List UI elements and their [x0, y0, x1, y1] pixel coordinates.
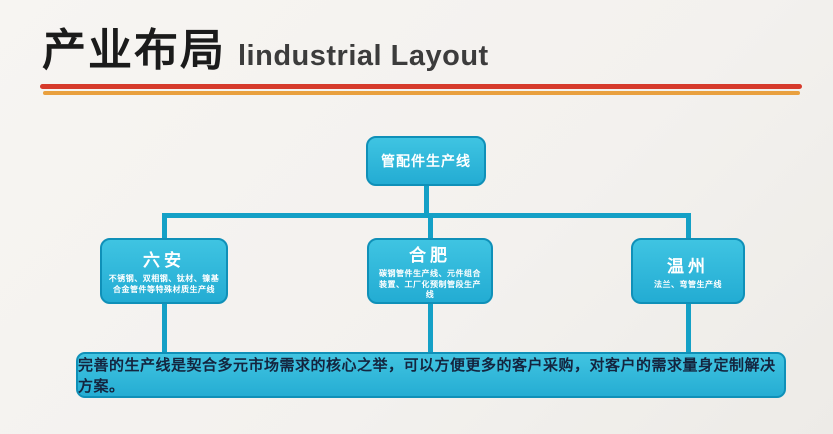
node-hefei: 合肥 碳钢管件生产线、元件组合装置、工厂化预制管段生产线: [367, 238, 493, 304]
divider-orange-line: [43, 91, 800, 95]
divider-red-line: [40, 84, 802, 89]
node-wenzhou: 温州 法兰、弯管生产线: [631, 238, 745, 304]
node-luan-desc: 不锈钢、双相钢、钛材、镍基合金管件等特殊材质生产线: [108, 274, 220, 294]
title-english: lindustrial Layout: [238, 40, 489, 72]
page-title: 产业布局 lindustrial Layout: [42, 14, 489, 78]
node-luan-title: 六安: [143, 251, 185, 271]
connector-horizontal: [162, 213, 691, 218]
connector-hefei-to-summary: [428, 302, 433, 354]
connector-stub-luan: [162, 216, 167, 240]
connector-root-vertical: [424, 185, 429, 216]
node-root: 管配件生产线: [366, 136, 486, 186]
node-root-label: 管配件生产线: [381, 153, 471, 169]
node-luan: 六安 不锈钢、双相钢、钛材、镍基合金管件等特殊材质生产线: [100, 238, 228, 304]
connector-wenzhou-to-summary: [686, 302, 691, 354]
summary-bar: 完善的生产线是契合多元市场需求的核心之举，可以方便更多的客户采购，对客户的需求量…: [76, 352, 786, 398]
node-hefei-desc: 碳钢管件生产线、元件组合装置、工厂化预制管段生产线: [379, 268, 481, 300]
title-chinese: 产业布局: [42, 26, 226, 75]
node-wenzhou-desc: 法兰、弯管生产线: [654, 279, 722, 289]
connector-stub-wenzhou: [686, 216, 691, 240]
connector-luan-to-summary: [162, 302, 167, 354]
node-wenzhou-title: 温州: [667, 256, 709, 276]
summary-text: 完善的生产线是契合多元市场需求的核心之举，可以方便更多的客户采购，对客户的需求量…: [78, 357, 776, 395]
node-hefei-title: 合肥: [409, 245, 451, 265]
connector-stub-hefei: [428, 216, 433, 240]
